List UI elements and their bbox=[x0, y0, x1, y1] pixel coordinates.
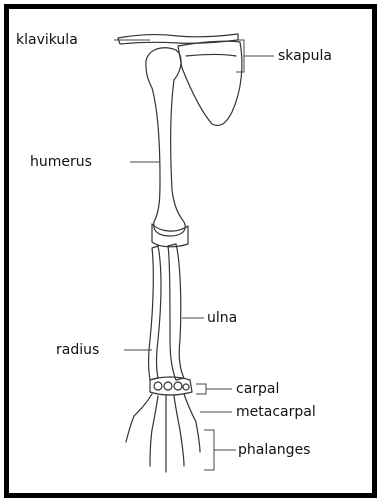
carpal-bones bbox=[150, 377, 192, 395]
metacarpal-bones bbox=[134, 394, 196, 432]
label-carpal: carpal bbox=[236, 382, 279, 396]
label-ulna: ulna bbox=[207, 311, 237, 325]
phalanges-leader bbox=[204, 430, 236, 470]
label-radius: radius bbox=[56, 343, 99, 357]
ulna-bone bbox=[168, 244, 184, 380]
label-metacarpal: metacarpal bbox=[236, 405, 316, 419]
humerus-bone bbox=[146, 48, 185, 236]
phalanges-bones bbox=[126, 416, 200, 472]
label-humerus: humerus bbox=[30, 155, 92, 169]
carpal-leader bbox=[196, 384, 232, 394]
label-skapula: skapula bbox=[278, 49, 332, 63]
label-phalanges: phalanges bbox=[238, 443, 310, 457]
label-klavikula: klavikula bbox=[16, 33, 78, 47]
clavicle-bone bbox=[118, 34, 238, 44]
scapula-bone bbox=[178, 41, 242, 125]
radius-bone bbox=[149, 246, 162, 380]
